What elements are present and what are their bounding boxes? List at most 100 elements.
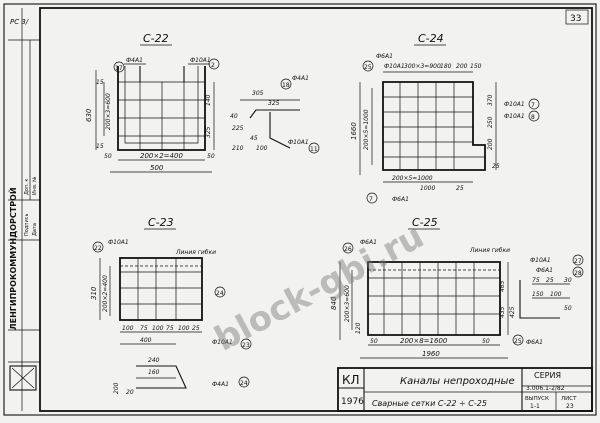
c24-mark-top-label: Ф6А1 <box>376 53 393 60</box>
sheet-label: ЛИСТ <box>561 396 577 402</box>
stamp-addendum: Доп. к <box>24 179 30 195</box>
c22-detail-mark-label: Ф4А1 <box>292 75 309 82</box>
series-value: 3.006.1-2/82 <box>526 385 565 392</box>
c22-mark-17-circle <box>113 61 125 73</box>
c24-right-dim-2: 200 <box>487 138 494 150</box>
c23-detail-shape <box>136 365 187 389</box>
c23-dim-bottom-c: 100 <box>152 325 164 332</box>
c25-dim-right-c: 425 <box>509 306 516 318</box>
c24-dim-left: 1660 <box>350 122 358 140</box>
c24-mesh-outline <box>382 81 486 171</box>
c24-top-label-e: 150 <box>470 63 482 70</box>
left-stamp-strip: РС 3/ ЛЕНГИПРОКОММУНДОРСТРОЙ Доп. к Инв.… <box>7 8 40 411</box>
series-label: СЕРИЯ <box>534 371 561 380</box>
stamp-date: Дата <box>32 223 38 236</box>
c25-dim-left-a: 120 <box>355 322 362 334</box>
c22-mark-top-right: 2 <box>211 62 215 69</box>
c25-mark-right-b: 28 <box>574 270 582 277</box>
c24-mark-top: 25 <box>364 64 372 71</box>
c25-right-detail-dim-1: 25 <box>546 277 554 284</box>
c23-detail-mark-label: Ф10А1 <box>212 339 233 346</box>
c22-dim-right-b: 325 <box>205 126 212 138</box>
c22-detail-dim-0: 305 <box>252 90 264 97</box>
sheet-value: 23 <box>566 403 574 410</box>
c24-right-dim-1: 250 <box>487 116 494 128</box>
c25-note-label: Линия гибки <box>469 247 510 254</box>
c22-detail-mark2-label: Ф10А1 <box>288 139 309 146</box>
c25-right-detail-dim-5: 50 <box>564 305 572 312</box>
c25-right-detail-dim-0: 75 <box>532 277 540 284</box>
drawing-c25: С-25 26 Ф6А1 Линия гибки 840 200×3=600 1… <box>330 216 584 359</box>
c22-dim-right-a: 140 <box>205 94 212 106</box>
watermark: block-gbi.ru <box>208 216 430 360</box>
page-marker: 33 <box>570 14 581 24</box>
c22-detail-dim-2: 40 <box>230 113 238 120</box>
c23-detail-dim-1: 160 <box>148 369 160 376</box>
c25-mark-top-left-label: Ф6А1 <box>360 239 377 246</box>
c23-dim-left: 310 <box>90 286 98 300</box>
c22-dim-right-end: 50 <box>207 153 215 160</box>
c24-title: С-24 <box>418 32 444 45</box>
c23-dim-left-inner: 200×2=400 <box>102 275 109 312</box>
c22-dim-bottom: 200×2=400 <box>140 152 183 160</box>
c22-dim-left-end: 50 <box>104 153 112 160</box>
drawing-c23: С-23 22 Ф10А1 Линия гибки 24 310 200×2=4… <box>90 216 252 396</box>
c23-dim-bottom-b: 75 <box>140 325 148 332</box>
corner-note: РС 3/ <box>10 18 29 26</box>
drawing-c22: С-22 630 200×3=600 15 15 200×2=400 500 5… <box>85 32 320 173</box>
c23-detail-dim-2: 200 <box>113 382 120 394</box>
c24-top-label-d: 200 <box>456 63 468 70</box>
c25-right-detail-dim-3: 100 <box>550 291 562 298</box>
title-block: КЛ 1976 Каналы непроходные Сварные сетки… <box>337 367 593 412</box>
c24-mark-right-b: 8 <box>531 114 535 121</box>
c22-detail-dim-3: 225 <box>232 125 244 132</box>
c25-dim-left: 840 <box>330 296 338 310</box>
c24-right-dim-0: 370 <box>487 94 494 106</box>
c23-mesh-outline <box>119 257 203 321</box>
c24-dim-right-b: Ф10А1 <box>504 113 525 120</box>
c24-top-label-b: 300×3=900 <box>404 63 441 70</box>
c25-mark-bottom-right-label: Ф6А1 <box>526 339 543 346</box>
c23-note-label: Линия гибки <box>175 249 216 256</box>
c25-dim-total: 1960 <box>422 350 440 358</box>
c24-dim-bottom: 200×5=1000 <box>392 175 433 182</box>
c24-right-dim-3: 25 <box>492 163 500 170</box>
c25-dim-bottom: 200×8=1600 <box>400 337 448 345</box>
c24-mark-bottom: 7 <box>369 196 373 203</box>
stamp-inventory: Инв. № <box>32 176 38 195</box>
title-sub: Сварные сетки С-22 ÷ С-25 <box>372 399 487 408</box>
c24-dim-left-inner: 200×5=1000 <box>363 109 370 150</box>
page-marker-box <box>565 9 589 25</box>
c25-mark-right-b-label: Ф6А1 <box>536 267 553 274</box>
c25-mark-right-a: 27 <box>574 258 582 265</box>
c22-dim-right-top: 15 <box>96 79 104 86</box>
org-stamp-text: ЛЕНГИПРОКОММУНДОРСТРОЙ <box>7 187 18 330</box>
c24-top-label-a: Ф10А1 <box>384 63 405 70</box>
c24-mark-bottom-label: Ф6А1 <box>392 196 409 203</box>
c22-detail-mark2: 11 <box>310 146 318 153</box>
c24-dim-bottom-total: 1000 <box>420 185 435 192</box>
issue-value: 1-1 <box>530 403 540 410</box>
c22-detail-dim-6: 100 <box>256 145 268 152</box>
c23-dim-bottom-end: 25 <box>192 325 200 332</box>
c25-right-detail-dim-4: 30 <box>564 277 572 284</box>
c23-mark-right: 24 <box>216 290 224 297</box>
issue-label: ВЫПУСК <box>525 396 549 402</box>
c22-detail-mark: 18 <box>282 82 290 89</box>
c25-right-detail-dim-2: 150 <box>532 291 544 298</box>
c23-mark-top: 22 <box>94 245 102 252</box>
c22-detail-dim-5: 210 <box>232 145 244 152</box>
c23-detail-mark2: 24 <box>240 380 248 387</box>
c22-mark-top-left: 17 <box>115 65 123 72</box>
c24-dim-right-a: Ф10А1 <box>504 101 525 108</box>
c23-detail-dim-3: 20 <box>126 389 134 396</box>
c23-mark-top-label: Ф10А1 <box>108 239 129 246</box>
c22-dim-left: 630 <box>85 108 93 122</box>
title-year: 1976 <box>341 397 364 407</box>
c25-title: С-25 <box>412 216 438 229</box>
c23-title: С-23 <box>148 216 174 229</box>
c23-detail-dim-0: 240 <box>148 357 160 364</box>
c24-mark-right-a: 7 <box>531 102 535 109</box>
